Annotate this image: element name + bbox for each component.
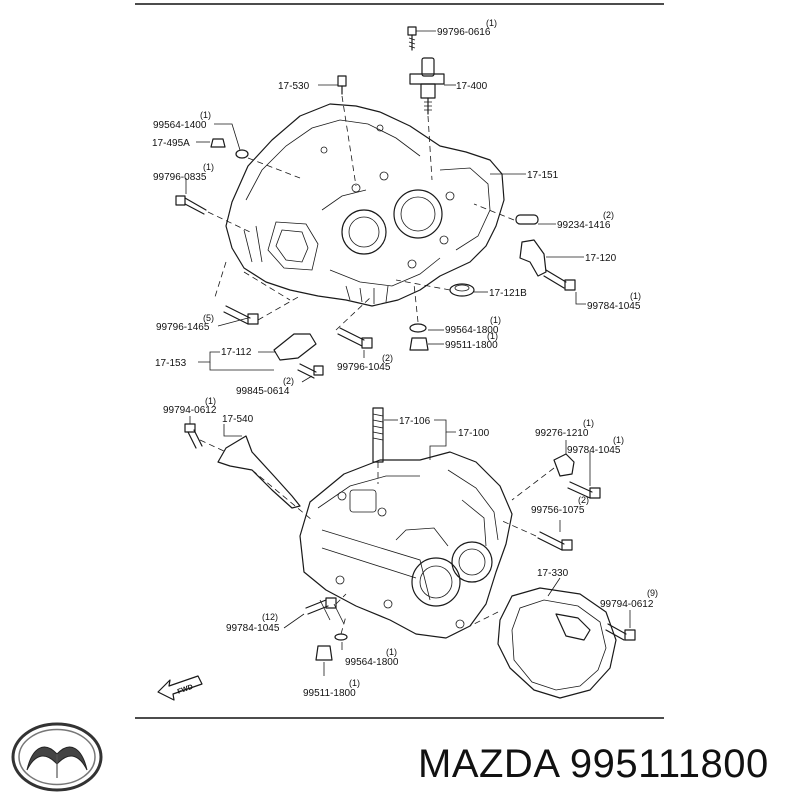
callout-ref: 99234-1416 xyxy=(557,220,611,231)
upper-dashed-guides xyxy=(207,95,515,331)
mazda-logo-icon xyxy=(11,722,103,792)
callout-qty: (1) xyxy=(200,110,211,120)
callout-qty: (1) xyxy=(490,315,501,325)
callout-qty: (9) xyxy=(647,588,658,598)
callout-ref: 99756-1075 xyxy=(531,505,585,516)
callout-ref: 17-400 xyxy=(456,81,488,92)
callout-ref: 99796-0616 xyxy=(437,27,491,38)
callout-ref: 17-120 xyxy=(585,253,617,264)
callout-ref: 17-100 xyxy=(458,428,490,439)
callout-ref: 99564-1800 xyxy=(345,657,399,668)
callout-qty: (1) xyxy=(583,418,594,428)
callout-ref: 99794-0612 xyxy=(163,405,217,416)
upper-fasteners xyxy=(175,26,576,379)
callout-ref: 99784-1045 xyxy=(226,623,280,634)
callout-ref: 99511-1800 xyxy=(303,688,356,699)
lower-fasteners xyxy=(184,407,636,699)
callout-qty: (2) xyxy=(382,353,393,363)
callout-ref: 17-121B xyxy=(489,288,527,299)
callout-qty: (1) xyxy=(487,331,498,341)
callout-ref: 99796-1045 xyxy=(337,362,391,373)
lower-dashed-guides xyxy=(199,439,555,635)
callout-ref: 99564-1800 xyxy=(445,325,499,336)
callout-ref: 99564-1400 xyxy=(153,120,207,131)
callout-ref: 99784-1045 xyxy=(587,301,641,312)
clutch-housing-drawing xyxy=(225,103,505,307)
callout-qty: (1) xyxy=(349,678,360,688)
callout-qty: (2) xyxy=(283,376,294,386)
callout-ref: 17-106 xyxy=(399,416,431,427)
callout-qty: (1) xyxy=(486,18,497,28)
callout-ref: 99796-1465 xyxy=(156,322,210,333)
callout-ref: 17-153 xyxy=(155,358,187,369)
callout-ref: 99845-0614 xyxy=(236,386,290,397)
callout-ref: 17-530 xyxy=(278,81,310,92)
callout-qty: (12) xyxy=(262,612,278,622)
callout-qty: (1) xyxy=(386,647,397,657)
brand-part-number: MAZDA 995111800 xyxy=(418,742,769,786)
callout-ref: 99796-0835 xyxy=(153,172,207,183)
callout-ref: 99794-0612 xyxy=(600,599,654,610)
transmission-case-drawing xyxy=(299,451,513,639)
callout-qty: (1) xyxy=(205,396,216,406)
callout-ref: 99276-1210 xyxy=(535,428,589,439)
callout-qty: (1) xyxy=(613,435,624,445)
callout-ref: 17-151 xyxy=(527,170,559,181)
callout-qty: (1) xyxy=(630,291,641,301)
callout-qty: (5) xyxy=(203,313,214,323)
callout-ref: 17-495A xyxy=(152,138,190,149)
callout-qty: (1) xyxy=(203,162,214,172)
callout-ref: 17-540 xyxy=(222,414,254,425)
leader-lines xyxy=(185,30,631,676)
callout-qty: (2) xyxy=(603,210,614,220)
callout-qty: (2) xyxy=(578,495,589,505)
fwd-label: FWD xyxy=(177,684,194,696)
callout-ref: 17-330 xyxy=(537,568,569,579)
callout-ref: 17-112 xyxy=(221,347,252,358)
callout-ref: 99784-1045 xyxy=(567,445,621,456)
callout-labels: (1) 99796-0616 17-530 17-400 (1) 99564-1… xyxy=(152,18,658,699)
fwd-direction-marker: FWD xyxy=(157,675,203,701)
callout-ref: 99511-1800 xyxy=(445,340,498,351)
